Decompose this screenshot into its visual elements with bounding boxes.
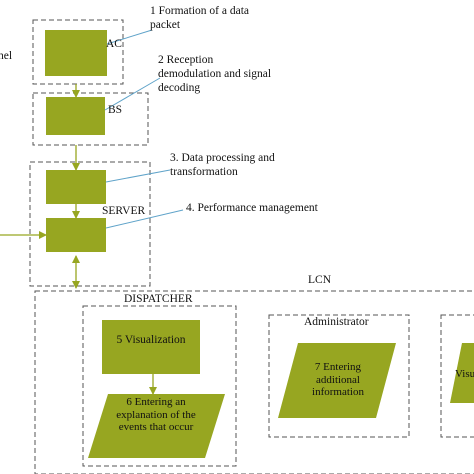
right-cut-parallelogram — [450, 343, 474, 403]
explanation-parallelogram — [88, 394, 225, 458]
bs-label: BS — [108, 104, 123, 116]
bs-box — [46, 97, 105, 135]
lcn-container — [34, 290, 474, 474]
ac-box — [45, 30, 107, 76]
processing-box — [46, 170, 106, 204]
right-cut-label: Visu — [455, 368, 474, 380]
server-container — [29, 161, 151, 287]
ac-container — [32, 19, 124, 85]
administrator-label: Administrator — [304, 316, 369, 328]
left-cut-label: nel — [0, 50, 13, 62]
step-5-label: 5 Visualization — [116, 334, 186, 346]
server-label: SERVER — [102, 205, 146, 217]
step-7-label: 7 Entering additional information — [312, 361, 364, 399]
callout-4 — [105, 209, 184, 229]
visualization-box — [102, 320, 200, 374]
additional-info-parallelogram — [278, 343, 396, 418]
step-6-label: 6 Entering an explanation of the events … — [116, 396, 196, 434]
dispatcher-container — [82, 305, 237, 467]
lcn-label: LCN — [308, 274, 331, 286]
administrator-container — [268, 314, 410, 438]
callout-1 — [106, 29, 153, 45]
callout-3 — [105, 169, 171, 183]
step-2-label: 2 Reception demodulation and signal deco… — [158, 54, 272, 94]
dispatcher-label: DISPATCHER — [124, 293, 193, 305]
step-3-label: 3. Data processing and transformation — [170, 152, 275, 178]
callout-2 — [104, 77, 161, 111]
right-cut-container — [440, 314, 474, 438]
step-1-label: 1 Formation of a data packet — [150, 5, 250, 31]
bs-container — [32, 92, 149, 146]
ac-label: AC — [106, 38, 122, 50]
management-box — [46, 218, 106, 252]
step-4-label: 4. Performance management — [186, 202, 318, 214]
